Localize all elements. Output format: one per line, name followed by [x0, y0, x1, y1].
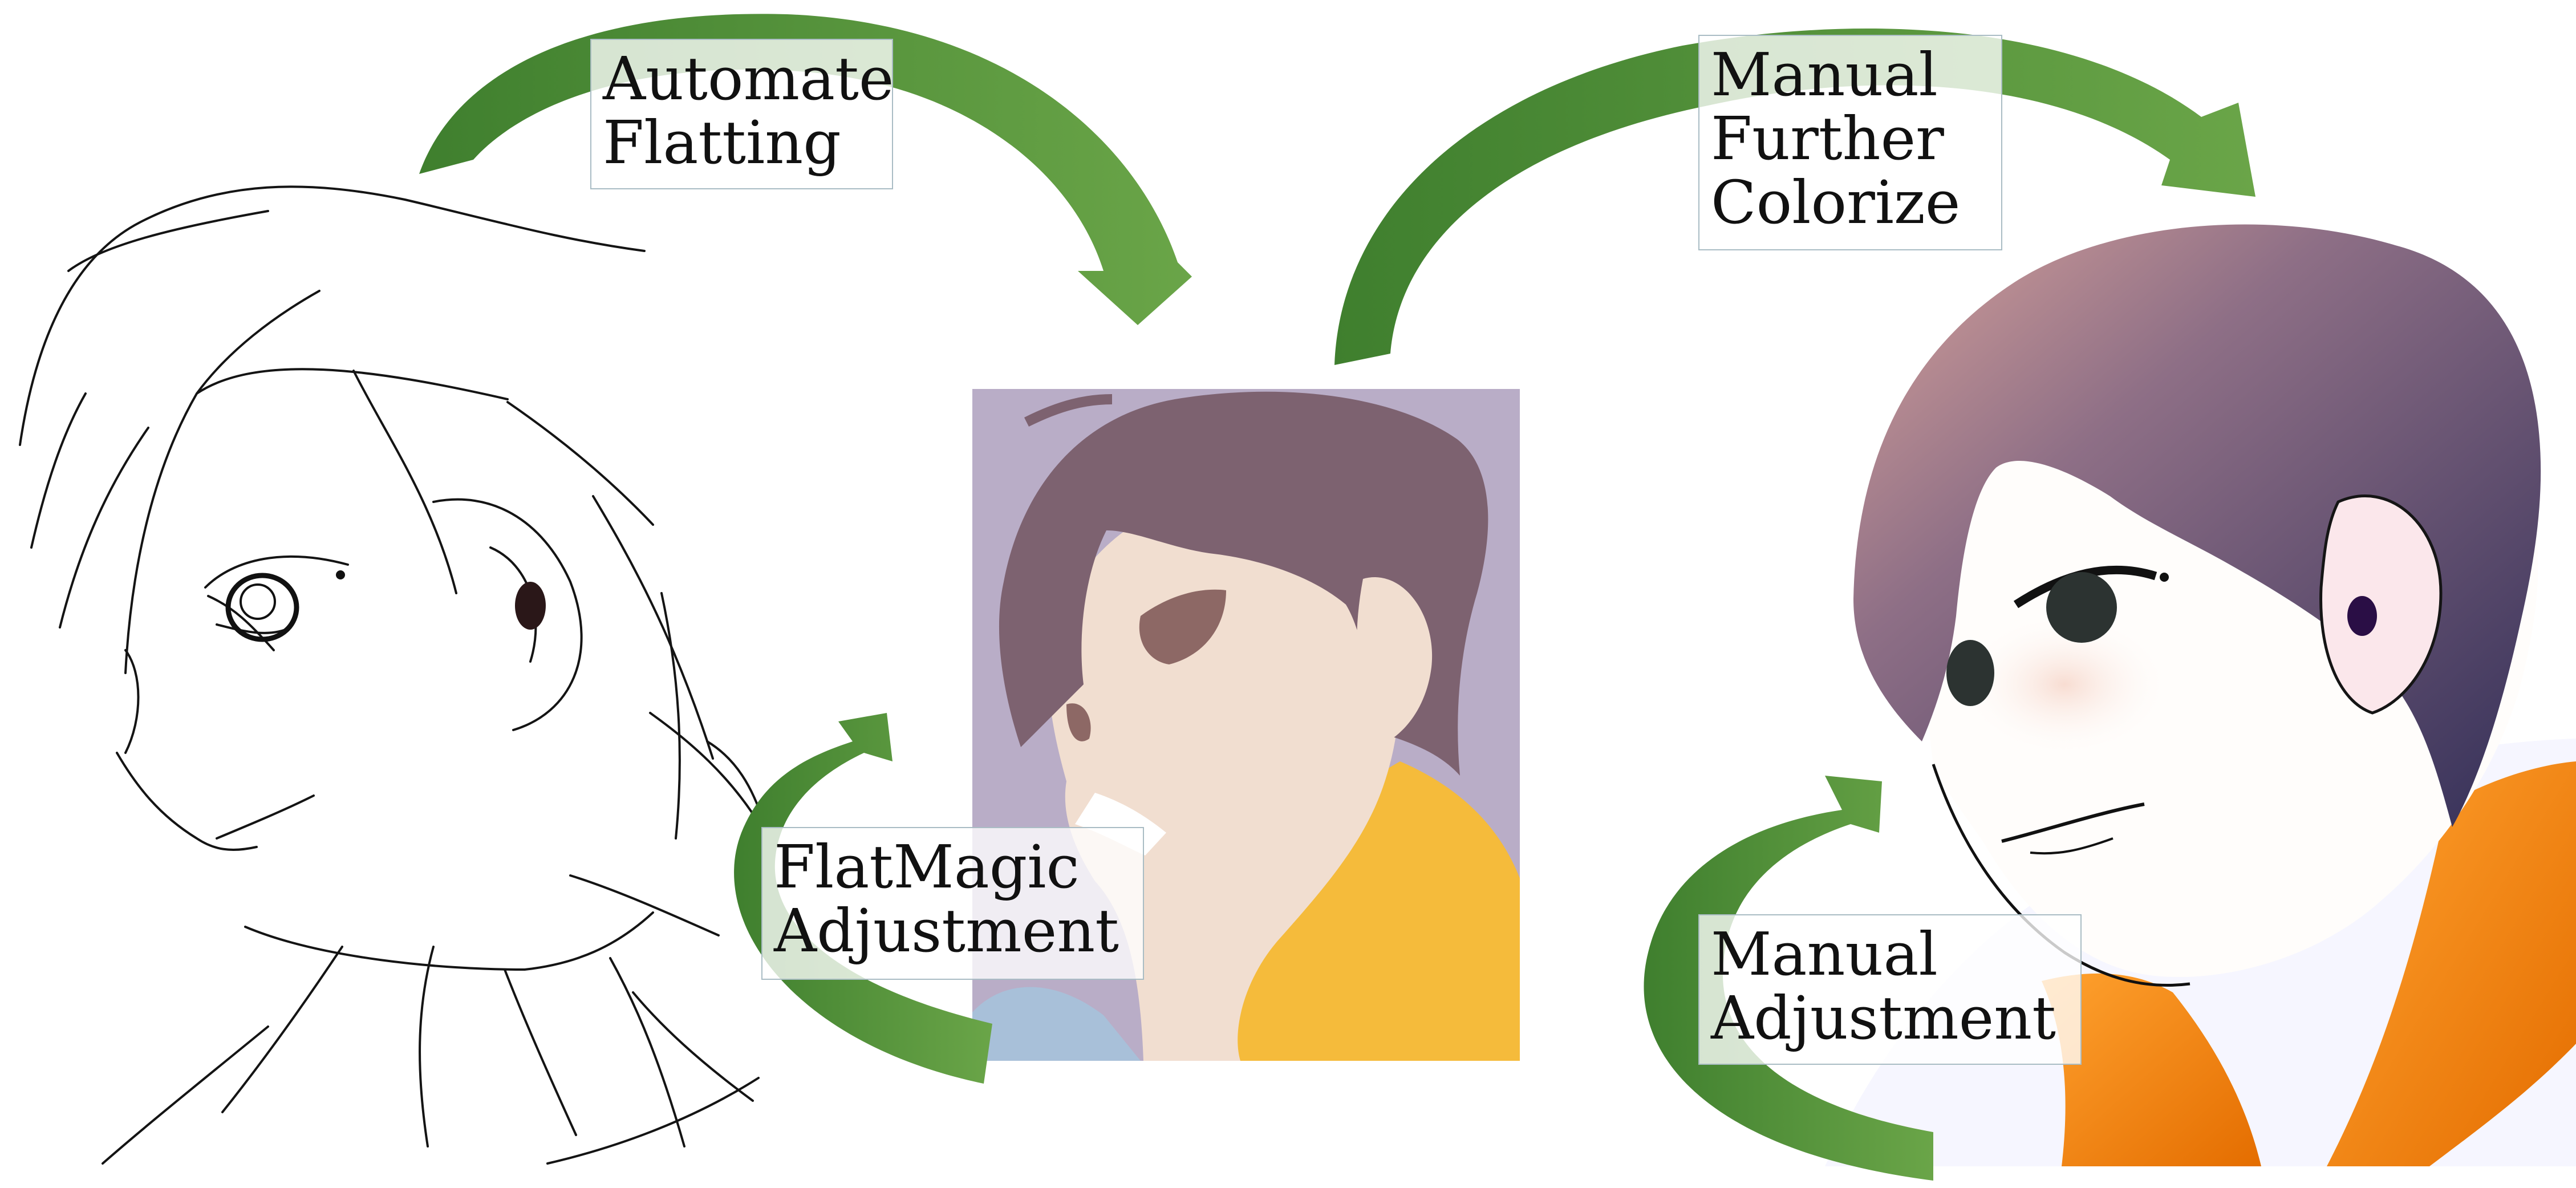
automate-flatting-line-1: Automate: [603, 47, 881, 111]
lineart-panel: [20, 186, 764, 1163]
manual-adjustment-label: Manual Adjustment: [1698, 914, 2082, 1065]
manual-further-colorize-line-2: Further: [1711, 107, 1990, 171]
flatmagic-adjustment-line-1: FlatMagic: [774, 835, 1131, 899]
manual-further-colorize-line-1: Manual: [1711, 43, 1990, 107]
manual-further-colorize-line-3: Colorize: [1711, 171, 1990, 234]
automate-flatting-line-2: Flatting: [603, 111, 881, 175]
manual-adjustment-line-1: Manual: [1711, 922, 2069, 986]
flatmagic-adjustment-label: FlatMagic Adjustment: [761, 827, 1144, 980]
manual-further-colorize-label: Manual Further Colorize: [1698, 35, 2002, 250]
automate-flatting-label: Automate Flatting: [590, 39, 893, 189]
flatmagic-adjustment-line-2: Adjustment: [774, 899, 1131, 963]
manual-adjustment-line-2: Adjustment: [1711, 986, 2069, 1050]
